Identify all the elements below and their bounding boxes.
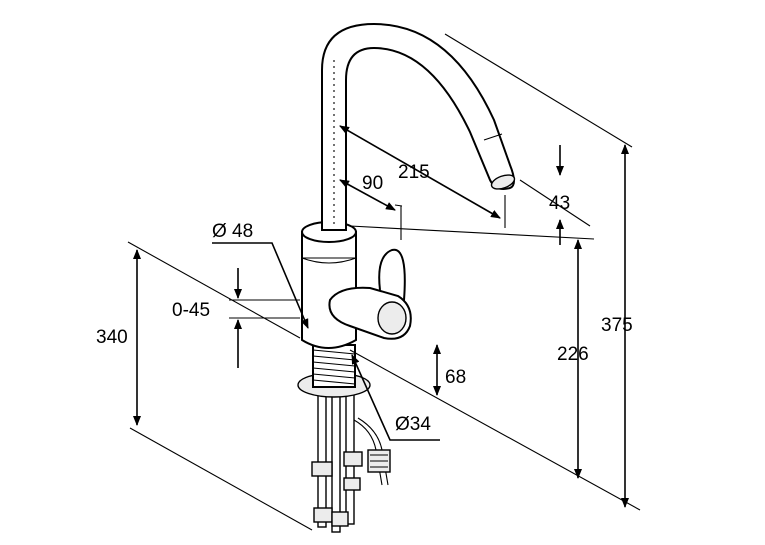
- supply-hoses: [311, 391, 391, 533]
- extension-lines: [127, 33, 641, 531]
- dimension-labels: 215 90 43 Ø 48 0-45 340 68 Ø34 226 375: [96, 162, 633, 435]
- label-outlet-height: 226: [557, 344, 589, 365]
- dim-line-215: [339, 125, 501, 219]
- threaded-shank: [312, 344, 356, 388]
- dim-line-90: [339, 179, 396, 211]
- faucet-body: [301, 221, 357, 349]
- label-body-diameter: Ø 48: [212, 221, 253, 242]
- label-spout-height: 43: [549, 193, 570, 214]
- label-total-height-left: 340: [96, 327, 128, 348]
- leader-diameter-34: [351, 354, 440, 441]
- label-swivel-angle: 0-45: [172, 300, 210, 321]
- label-total-height: 375: [601, 315, 633, 336]
- spout: [321, 22, 516, 231]
- dimension-lines: [133, 125, 629, 508]
- label-shank-diameter: Ø34: [395, 414, 431, 435]
- faucet: [297, 22, 516, 533]
- label-spout-reach: 215: [398, 162, 430, 183]
- label-shank-height: 68: [445, 367, 466, 388]
- lever-handle: [328, 248, 412, 340]
- leader-diameter-48: [212, 242, 309, 329]
- label-lever-reach: 90: [362, 173, 383, 194]
